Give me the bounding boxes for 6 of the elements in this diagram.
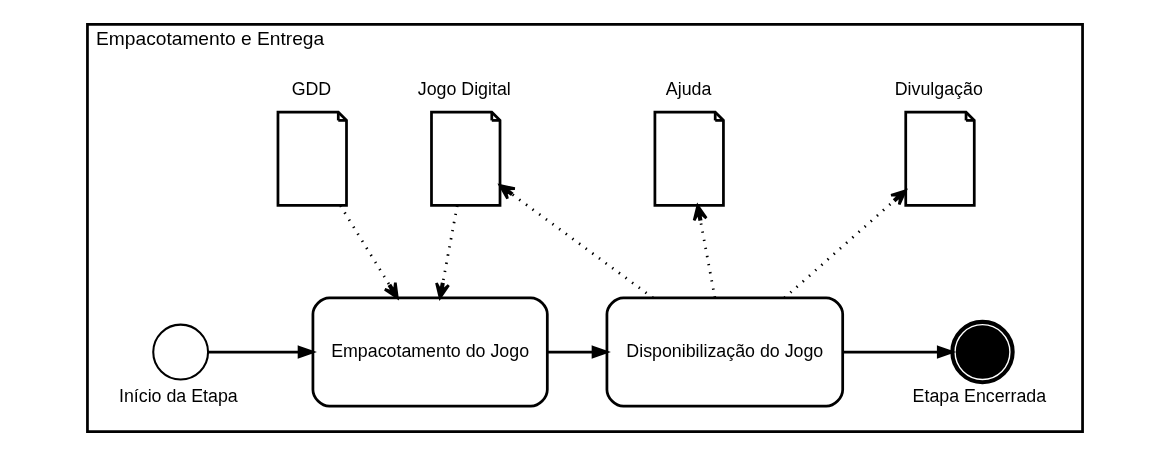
node-label: Etapa Encerrada <box>912 385 1046 406</box>
node-label: Ajuda <box>665 78 711 99</box>
node-label: GDD <box>291 78 331 99</box>
node-label: Divulgação <box>894 78 983 99</box>
node-label: Início da Etapa <box>118 385 238 406</box>
node-label: Jogo Digital <box>417 78 511 99</box>
